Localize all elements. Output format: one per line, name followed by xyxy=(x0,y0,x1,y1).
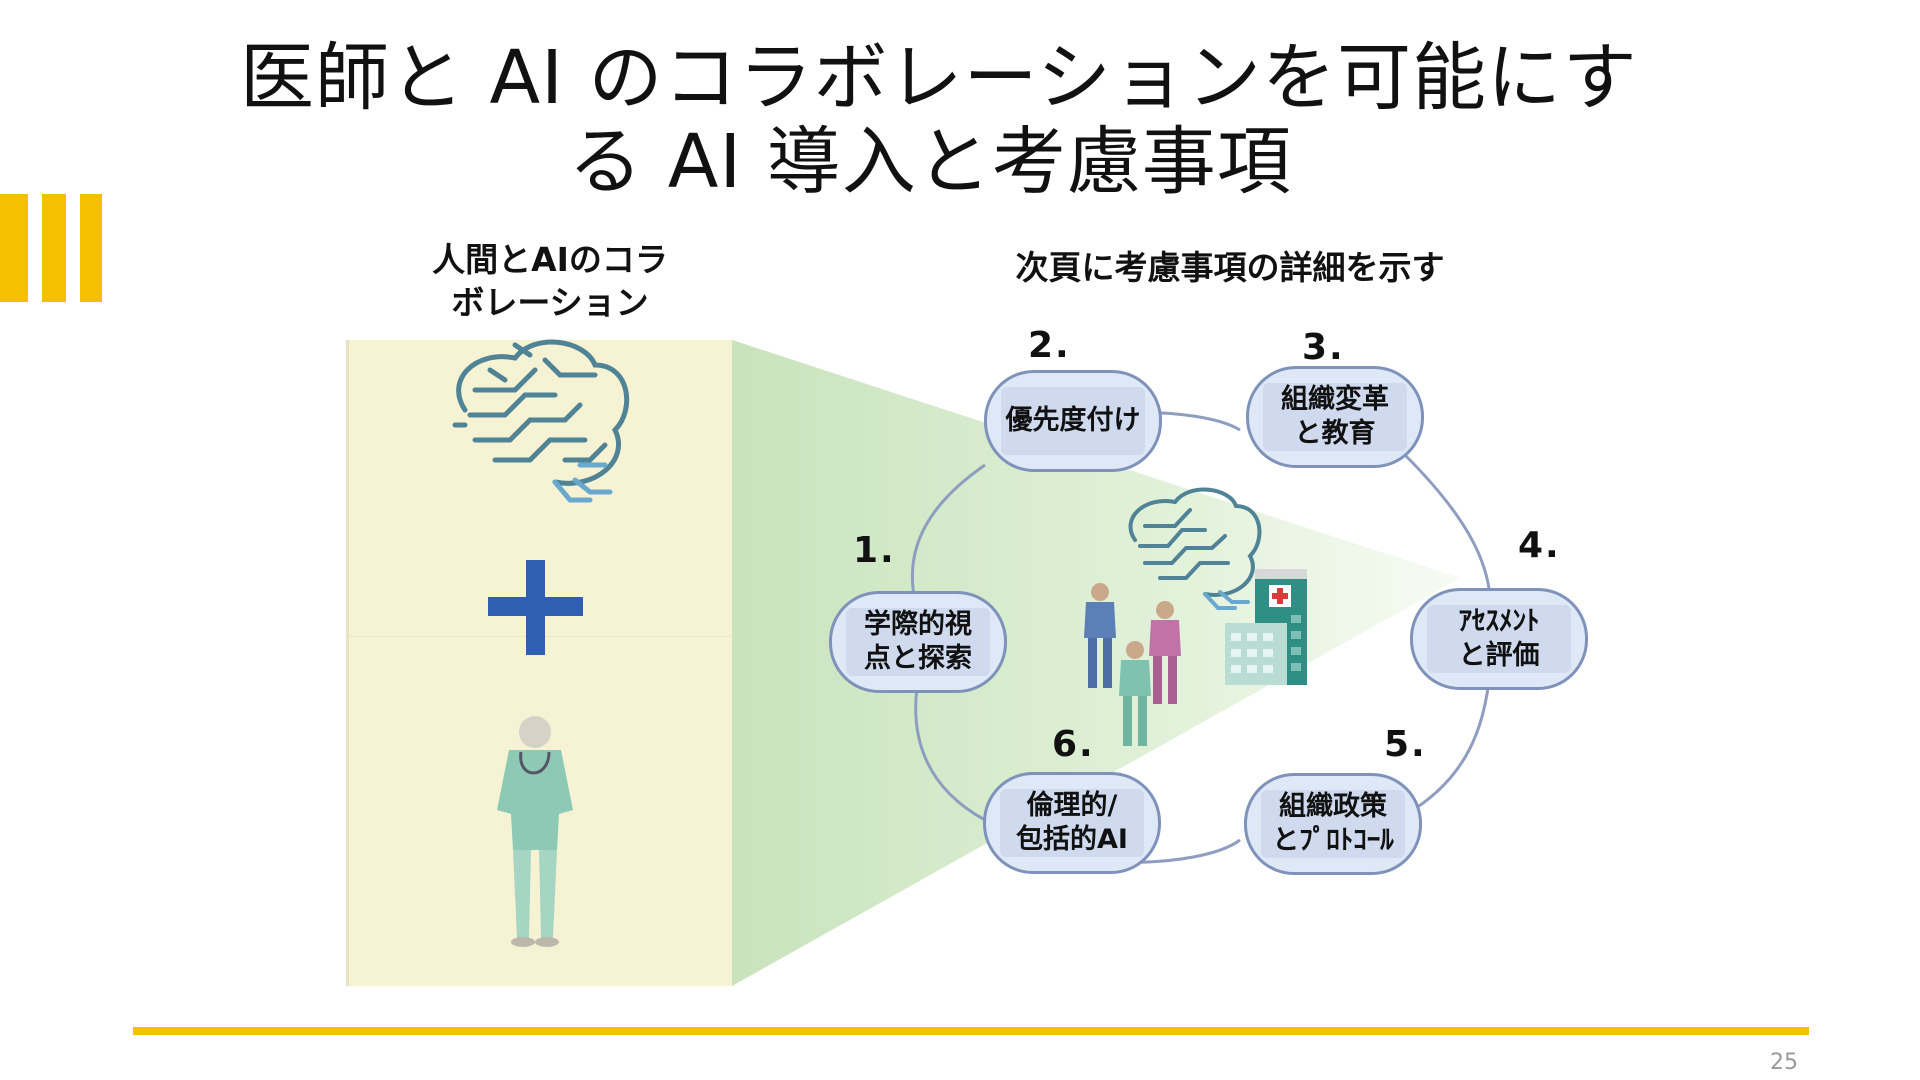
node-label: 優先度付け xyxy=(1005,405,1141,436)
consideration-node-2: 優先度付け xyxy=(984,370,1162,472)
plus-icon xyxy=(488,560,583,655)
left-heading-line-2: ボレーション xyxy=(451,283,649,322)
ai-brain-icon xyxy=(452,339,630,503)
node-number-3: 3. xyxy=(1302,327,1345,368)
slide-title: 医師と AI のコラボレーションを可能にす る AI 導入と考慮事項 xyxy=(240,35,1638,205)
slide-title-line-1: 医師と AI のコラボレーションを可能にす xyxy=(240,35,1638,121)
consideration-node-1: 学際的視 点と探索 xyxy=(829,591,1007,693)
node-label: 組織政策 とﾌﾟﾛﾄｺｰﾙ xyxy=(1272,791,1394,856)
node-label: 学際的視 点と探索 xyxy=(864,609,972,674)
consideration-node-4: ｱｾｽﾒﾝﾄ と評価 xyxy=(1410,588,1588,690)
doctor-figure-icon xyxy=(497,716,573,947)
bottom-accent-line xyxy=(133,1027,1809,1035)
page-number: 25 xyxy=(1770,1050,1798,1075)
consideration-node-6: 倫理的/ 包括的AI xyxy=(983,772,1161,874)
node-label: ｱｾｽﾒﾝﾄ と評価 xyxy=(1458,606,1540,671)
accent-bars xyxy=(0,194,102,302)
node-label: 組織変革 と教育 xyxy=(1281,384,1389,449)
consideration-node-3: 組織変革 と教育 xyxy=(1246,366,1424,468)
center-ai-brain-icon xyxy=(1128,487,1262,610)
medical-team-icon xyxy=(1084,583,1181,746)
right-heading: 次頁に考慮事項の詳細を示す xyxy=(1015,248,1445,287)
left-heading-line-1: 人間とAIのコラ xyxy=(432,240,668,279)
node-number-1: 1. xyxy=(853,530,896,571)
left-heading: 人間とAIのコラ ボレーション xyxy=(400,238,700,324)
node-number-2: 2. xyxy=(1028,325,1071,366)
consideration-node-5: 組織政策 とﾌﾟﾛﾄｺｰﾙ xyxy=(1244,773,1422,875)
node-number-6: 6. xyxy=(1052,724,1095,765)
node-number-5: 5. xyxy=(1384,724,1427,765)
slide-title-line-2: る AI 導入と考慮事項 xyxy=(568,119,1292,205)
node-label: 倫理的/ 包括的AI xyxy=(1016,790,1128,855)
node-number-4: 4. xyxy=(1518,525,1561,566)
hospital-building-icon xyxy=(1225,569,1307,685)
